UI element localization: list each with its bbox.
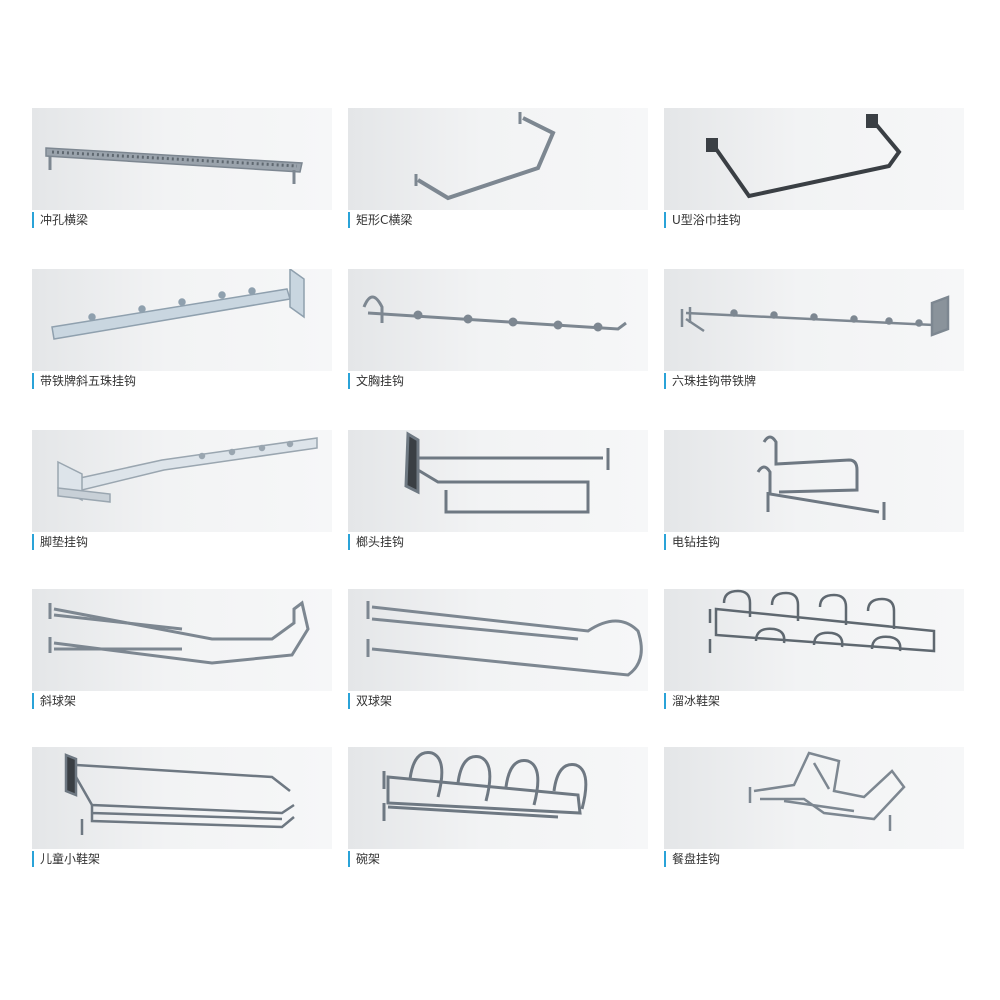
product-label: 榔头挂钩 [348, 534, 404, 550]
product-label: 餐盘挂钩 [664, 851, 720, 867]
product-label: U型浴巾挂钩 [664, 212, 741, 228]
slanted-ball-rack-image [32, 589, 332, 691]
product-card[interactable]: 儿童小鞋架 [32, 747, 332, 867]
perforated-crossbar-image [32, 108, 332, 210]
footmat-hook-image [32, 430, 332, 532]
bra-hook-image [348, 269, 648, 371]
drill-hook-image [664, 430, 964, 532]
product-label: 冲孔横梁 [32, 212, 88, 228]
six-bead-hook-plate-image [664, 269, 964, 371]
product-label: 电钻挂钩 [664, 534, 720, 550]
kids-shoe-rack-image [32, 747, 332, 849]
product-card[interactable]: 溜冰鞋架 [664, 589, 964, 709]
product-card[interactable]: 文胸挂钩 [348, 269, 648, 389]
product-label: 矩形C横梁 [348, 212, 412, 228]
product-card[interactable]: 带铁牌斜五珠挂钩 [32, 269, 332, 389]
product-card[interactable]: 冲孔横梁 [32, 108, 332, 228]
product-card[interactable]: 碗架 [348, 747, 648, 867]
product-card[interactable]: U型浴巾挂钩 [664, 108, 964, 228]
product-label: 脚垫挂钩 [32, 534, 88, 550]
double-ball-rack-image [348, 589, 648, 691]
rectangular-c-crossbar-image [348, 108, 648, 210]
product-label: 带铁牌斜五珠挂钩 [32, 373, 136, 389]
product-label: 溜冰鞋架 [664, 693, 720, 709]
product-card[interactable]: 脚垫挂钩 [32, 430, 332, 550]
product-label: 碗架 [348, 851, 380, 867]
product-card[interactable]: 电钻挂钩 [664, 430, 964, 550]
product-label: 儿童小鞋架 [32, 851, 100, 867]
product-label: 文胸挂钩 [348, 373, 404, 389]
hammer-hook-image [348, 430, 648, 532]
slanted-five-bead-hook-image [32, 269, 332, 371]
product-label: 双球架 [348, 693, 392, 709]
product-card[interactable]: 斜球架 [32, 589, 332, 709]
product-label: 六珠挂钩带铁牌 [664, 373, 756, 389]
product-card[interactable]: 双球架 [348, 589, 648, 709]
product-label: 斜球架 [32, 693, 76, 709]
plate-hook-image [664, 747, 964, 849]
product-card[interactable]: 榔头挂钩 [348, 430, 648, 550]
skate-rack-image [664, 589, 964, 691]
product-card[interactable]: 六珠挂钩带铁牌 [664, 269, 964, 389]
product-card[interactable]: 餐盘挂钩 [664, 747, 964, 867]
product-card[interactable]: 矩形C横梁 [348, 108, 648, 228]
bowl-rack-image [348, 747, 648, 849]
u-towel-hook-image [664, 108, 964, 210]
